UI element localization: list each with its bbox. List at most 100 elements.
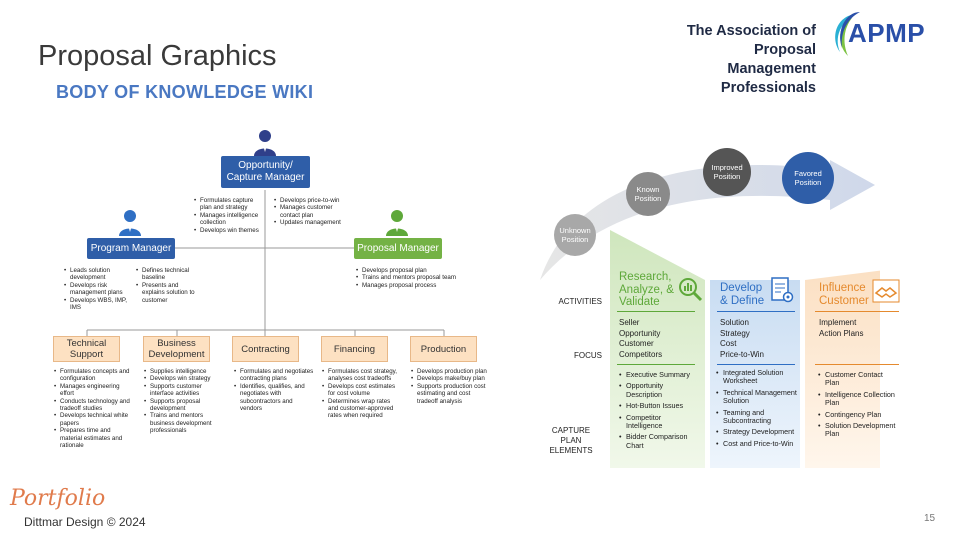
dept-business-development-box: Business Development [143,336,210,362]
element-item: Intelligence Collection Plan [818,390,898,408]
column-elements-research: Executive Summary Opportunity Descriptio… [619,370,697,453]
row-label-focus: FOCUS [574,351,602,360]
column-head-research: Research, Analyze, & Validate [619,271,674,309]
duty-item: Develops risk management plans [64,282,132,297]
footer-credit: Dittmar Design © 2024 [24,515,146,529]
apmp-logo-text: APMP [848,18,926,48]
page-subtitle: BODY OF KNOWLEDGE WIKI [56,82,314,102]
dept-label: Business [157,338,196,349]
element-item: Customer Contact Plan [818,370,898,388]
column-head-influence: Influence Customer [819,282,869,307]
portfolio-script-logo: Portfolio [10,486,106,511]
capture-manager-duties-right: Develops price-to-win Manages customer c… [274,197,346,227]
duty-item: Develops production plan [411,368,491,376]
divider [717,364,795,365]
focus-item: Action Plans [819,328,864,338]
position-unknown: Unknown Position [554,214,596,256]
duty-item: Formulates concepts and configuration [54,368,132,383]
duty-item: Determines wrap rates and customer-appro… [322,398,402,420]
element-item: Technical Management Solution [716,388,798,406]
column-head-develop: Develop & Define [720,282,764,307]
head-line: Influence [819,282,866,294]
duty-item: Manages customer contact plan [274,204,346,219]
focus-item: Seller [619,318,640,327]
capture-manager-label-line2: Capture Manager [226,172,305,183]
dept-financing-duties: Formulates cost strategy, analyses cost … [322,368,402,420]
duty-item: Manages intelligence collection [194,212,266,227]
capture-manager-person-icon [254,130,276,156]
capture-manager-box: Opportunity/ Capture Manager [221,156,310,188]
position-label: Unknown [559,226,591,235]
duty-item: Manages engineering effort [54,383,132,398]
proposal-manager-person-icon [386,210,408,236]
dept-label: Development [148,349,205,360]
duty-item: Develops win themes [194,227,266,235]
duty-item: Defines technical baseline [136,267,202,282]
duty-item: Updates management [274,219,346,227]
position-label: Position [561,235,589,244]
document-gear-icon [771,277,794,303]
head-line: Develop [720,282,763,294]
capture-manager-label-line1: Opportunity/ [238,160,293,171]
focus-item: Solution [720,318,749,327]
divider [717,311,795,312]
dept-contracting-duties: Formulates and negotiates contracting pl… [234,368,314,412]
duty-item: Develops cost estimates for cost volume [322,383,402,398]
duty-item: Conducts technology and tradeoff studies [54,398,132,413]
program-manager-box: Program Manager [87,238,175,259]
duty-item: Trains and mentors proposal team [356,274,456,282]
divider [617,311,695,312]
row-label-activities: ACTIVITIES [558,297,602,306]
dept-technical-support-box: Technical Support [53,336,120,362]
dept-contracting-box: Contracting [232,336,299,362]
duty-item: Supports customer interface activities [144,383,224,398]
capture-manager-duties-left: Formulates capture plan and strategy Man… [194,197,266,234]
position-label: Known [636,185,660,194]
position-favored: Favored Position [782,152,834,204]
head-line: Validate [619,296,660,308]
dept-label: Technical [66,338,107,349]
duty-item: Supplies intelligence [144,368,224,376]
position-known: Known Position [626,172,670,216]
element-item: Opportunity Description [619,382,697,399]
proposal-manager-duties: Develops proposal plan Trains and mentor… [356,267,456,290]
org-name-line1: The Association of Proposal [686,23,816,58]
divider [815,364,899,365]
duty-item: Develops make/buy plan [411,375,491,383]
program-manager-duties-left: Leads solution development Develops risk… [64,267,132,311]
dept-label: Support [69,349,104,360]
element-item: Solution Development Plan [818,421,898,439]
program-manager-person-icon [119,210,141,236]
duty-item: Identifies, qualifies, and negotiates wi… [234,383,314,413]
duty-item: Leads solution development [64,267,132,282]
position-improved: Improved Position [703,148,751,196]
focus-item: Customer [619,339,654,348]
element-item: Cost and Price-to-Win [716,439,798,449]
position-label: Position [634,194,662,203]
duty-item: Presents and explains solution to custom… [136,282,202,304]
row-label-line: CAPTURE [551,426,591,435]
focus-item: Cost [720,339,737,348]
position-label: Position [794,178,822,187]
duty-item: Supports proposal development [144,398,224,413]
apmp-swirl-logo-icon [835,12,860,56]
dept-production-box: Production [410,336,477,362]
dept-financing-box: Financing [321,336,388,362]
position-label: Position [713,172,741,181]
program-manager-duties-right: Defines technical baseline Presents and … [136,267,202,304]
dept-technical-support-duties: Formulates concepts and configuration Ma… [54,368,132,449]
column-elements-develop: Integrated Solution Worksheet Technical … [716,368,798,451]
duty-item: Develops technical white papers [54,412,132,427]
proposal-manager-box: Proposal Manager [354,238,442,259]
magnifier-chart-icon [679,278,703,302]
column-elements-influence: Customer Contact Plan Intelligence Colle… [818,370,898,442]
focus-item: Strategy [720,328,750,338]
element-item: Contingency Plan [818,410,898,420]
position-label: Improved [711,163,743,172]
element-item: Teaming and Subcontracting [716,408,798,426]
element-item: Hot-Button Issues [619,401,697,411]
slide-number: 15 [924,513,936,524]
duty-item: Trains and mentors business development … [144,412,224,434]
row-label-line: ELEMENTS [549,446,593,455]
